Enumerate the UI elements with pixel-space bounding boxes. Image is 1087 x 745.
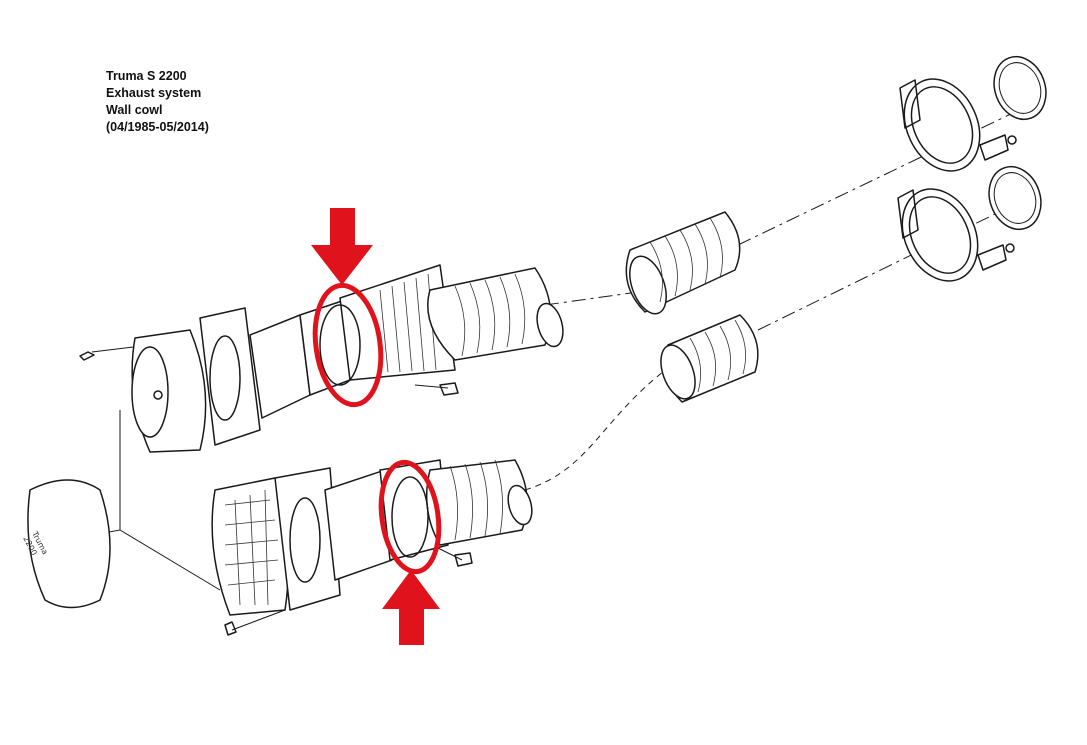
caption-model: Truma S 2200 [106, 69, 187, 83]
highlight-ring-icon [312, 282, 384, 408]
caption-period: (04/1985-05/2014) [106, 120, 209, 134]
flex-pipe-segment-lower [660, 314, 759, 403]
upper-cowl-assembly [79, 264, 564, 453]
down-arrow-icon [311, 208, 373, 285]
upper-clamp [899, 78, 1017, 172]
highlight-ring-icon [378, 459, 442, 575]
up-arrow-icon [382, 570, 440, 645]
upper-seal-ring [993, 55, 1047, 121]
lower-clamp [897, 188, 1015, 282]
lower-seal-ring [988, 165, 1042, 231]
caption-system: Exhaust system [106, 86, 202, 100]
diagram-caption: Truma S 2200 Exhaust system Wall cowl (0… [106, 68, 209, 136]
lower-cowl-assembly [27, 459, 533, 636]
caption-part: Wall cowl [106, 103, 163, 117]
flex-pipe-segment-upper [625, 211, 741, 315]
